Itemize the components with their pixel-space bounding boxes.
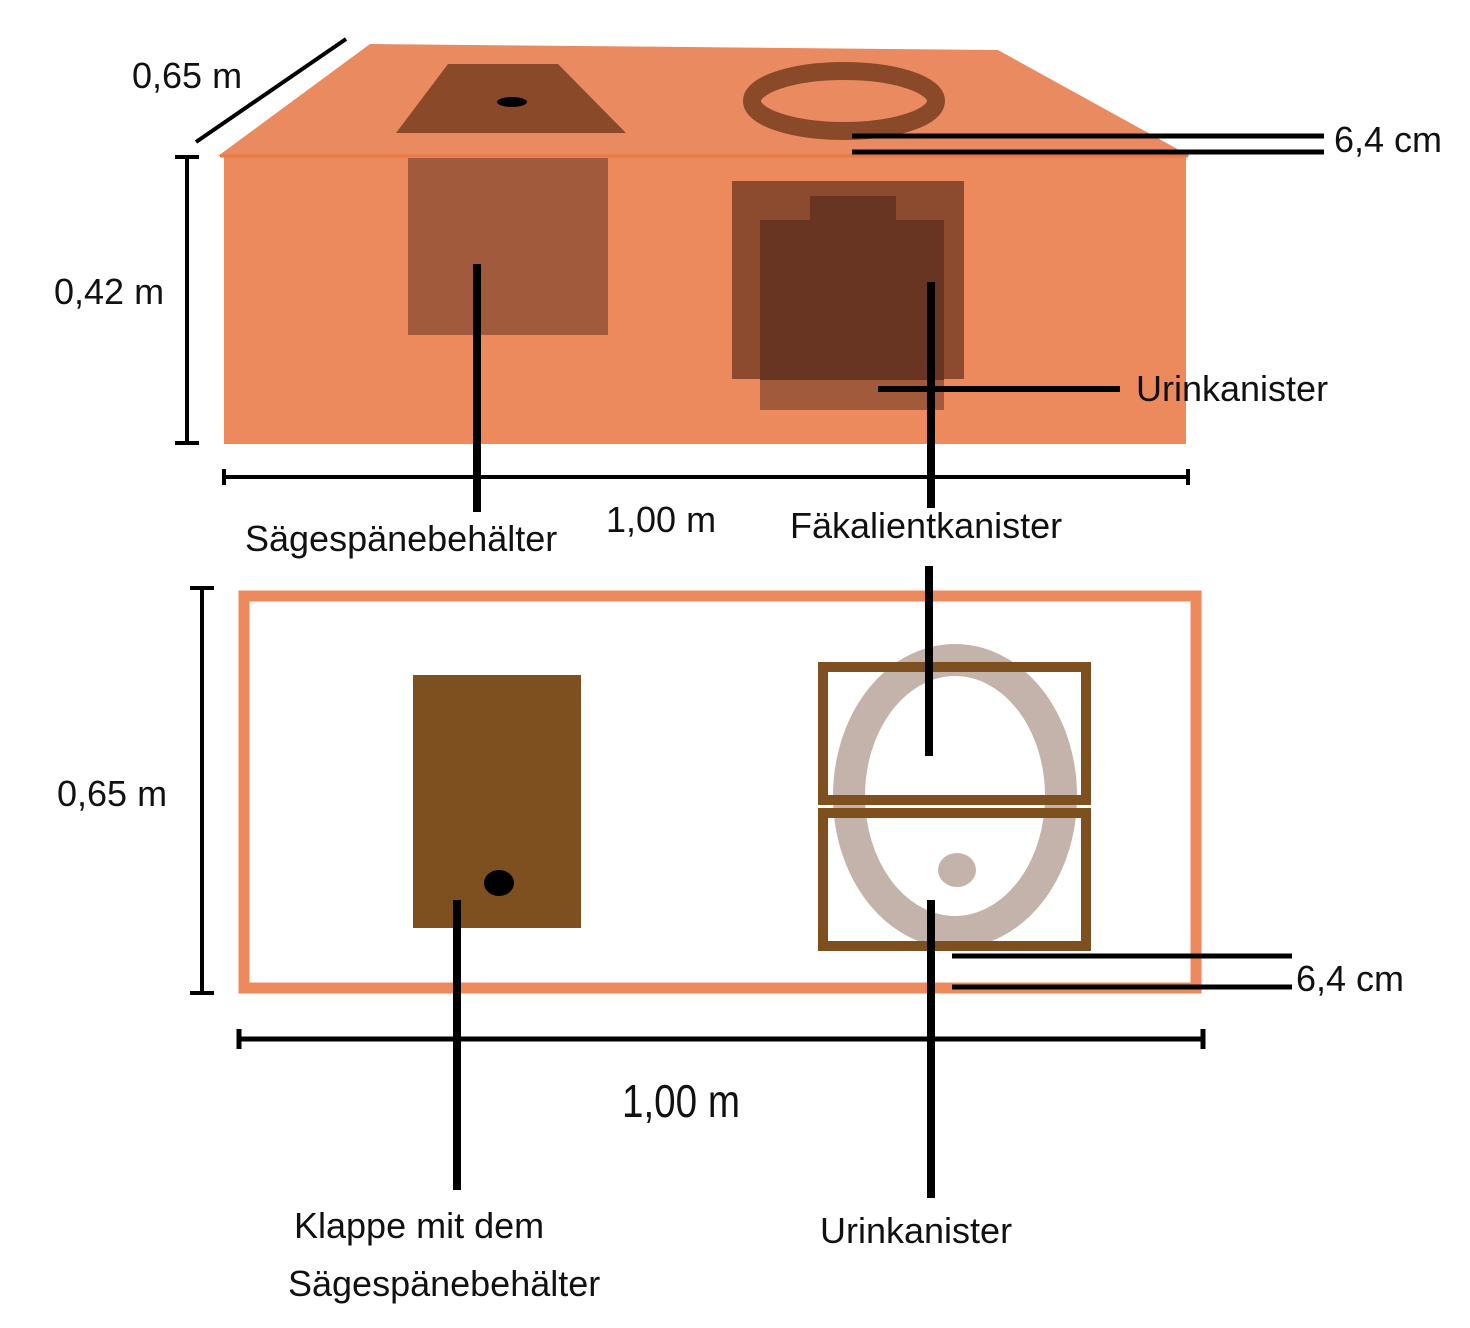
pipe-label: 6,4 cm bbox=[1334, 119, 1442, 160]
urine-label: Urinkanister bbox=[1136, 368, 1328, 409]
faeces-canister-frame bbox=[818, 662, 1091, 805]
box-front-face bbox=[224, 156, 1186, 444]
top-urine-label: Urinkanister bbox=[820, 1210, 1012, 1251]
top-width-label: 1,00 m bbox=[622, 1075, 740, 1127]
pipe-indicator bbox=[852, 133, 1324, 155]
sawdust-container bbox=[408, 158, 608, 335]
box-top-face bbox=[218, 44, 1190, 156]
width-label: 1,00 m bbox=[606, 499, 716, 540]
faeces-canister-neck bbox=[810, 196, 896, 222]
toilet-seat-ring-top bbox=[743, 62, 945, 140]
flap-hole bbox=[484, 870, 514, 896]
height-label: 0,42 m bbox=[54, 271, 164, 312]
width-dimension bbox=[222, 469, 1190, 485]
top-pipe-indicator bbox=[952, 953, 1292, 990]
depth-label: 0,65 m bbox=[132, 55, 242, 96]
height-dimension bbox=[175, 155, 199, 445]
top-depth-dimension bbox=[190, 586, 214, 995]
top-depth-label: 0,65 m bbox=[57, 773, 167, 814]
flap-label-line2: Sägespänebehälter bbox=[288, 1263, 600, 1304]
top-width-dimension bbox=[236, 1029, 1206, 1049]
urine-drain bbox=[938, 853, 976, 887]
box-outline bbox=[238, 590, 1202, 994]
flap-label-line1: Klappe mit dem bbox=[294, 1205, 544, 1246]
sawdust-label: Sägespänebehälter bbox=[245, 518, 557, 559]
top-view: 0,65 m 1,00 m 6,4 cm Klappe mit dem Säge… bbox=[57, 566, 1404, 1304]
faeces-label: Fäkalientkanister bbox=[790, 505, 1062, 546]
side-view: 0,65 m 0,42 m 1,00 m 6,4 cm Urinkanister… bbox=[54, 37, 1442, 559]
faeces-canister-inner bbox=[760, 220, 944, 380]
hatch-hole bbox=[497, 97, 527, 107]
depth-dimension-line bbox=[194, 37, 348, 144]
urine-canister-frame bbox=[818, 808, 1091, 951]
top-pipe-label: 6,4 cm bbox=[1296, 958, 1404, 999]
